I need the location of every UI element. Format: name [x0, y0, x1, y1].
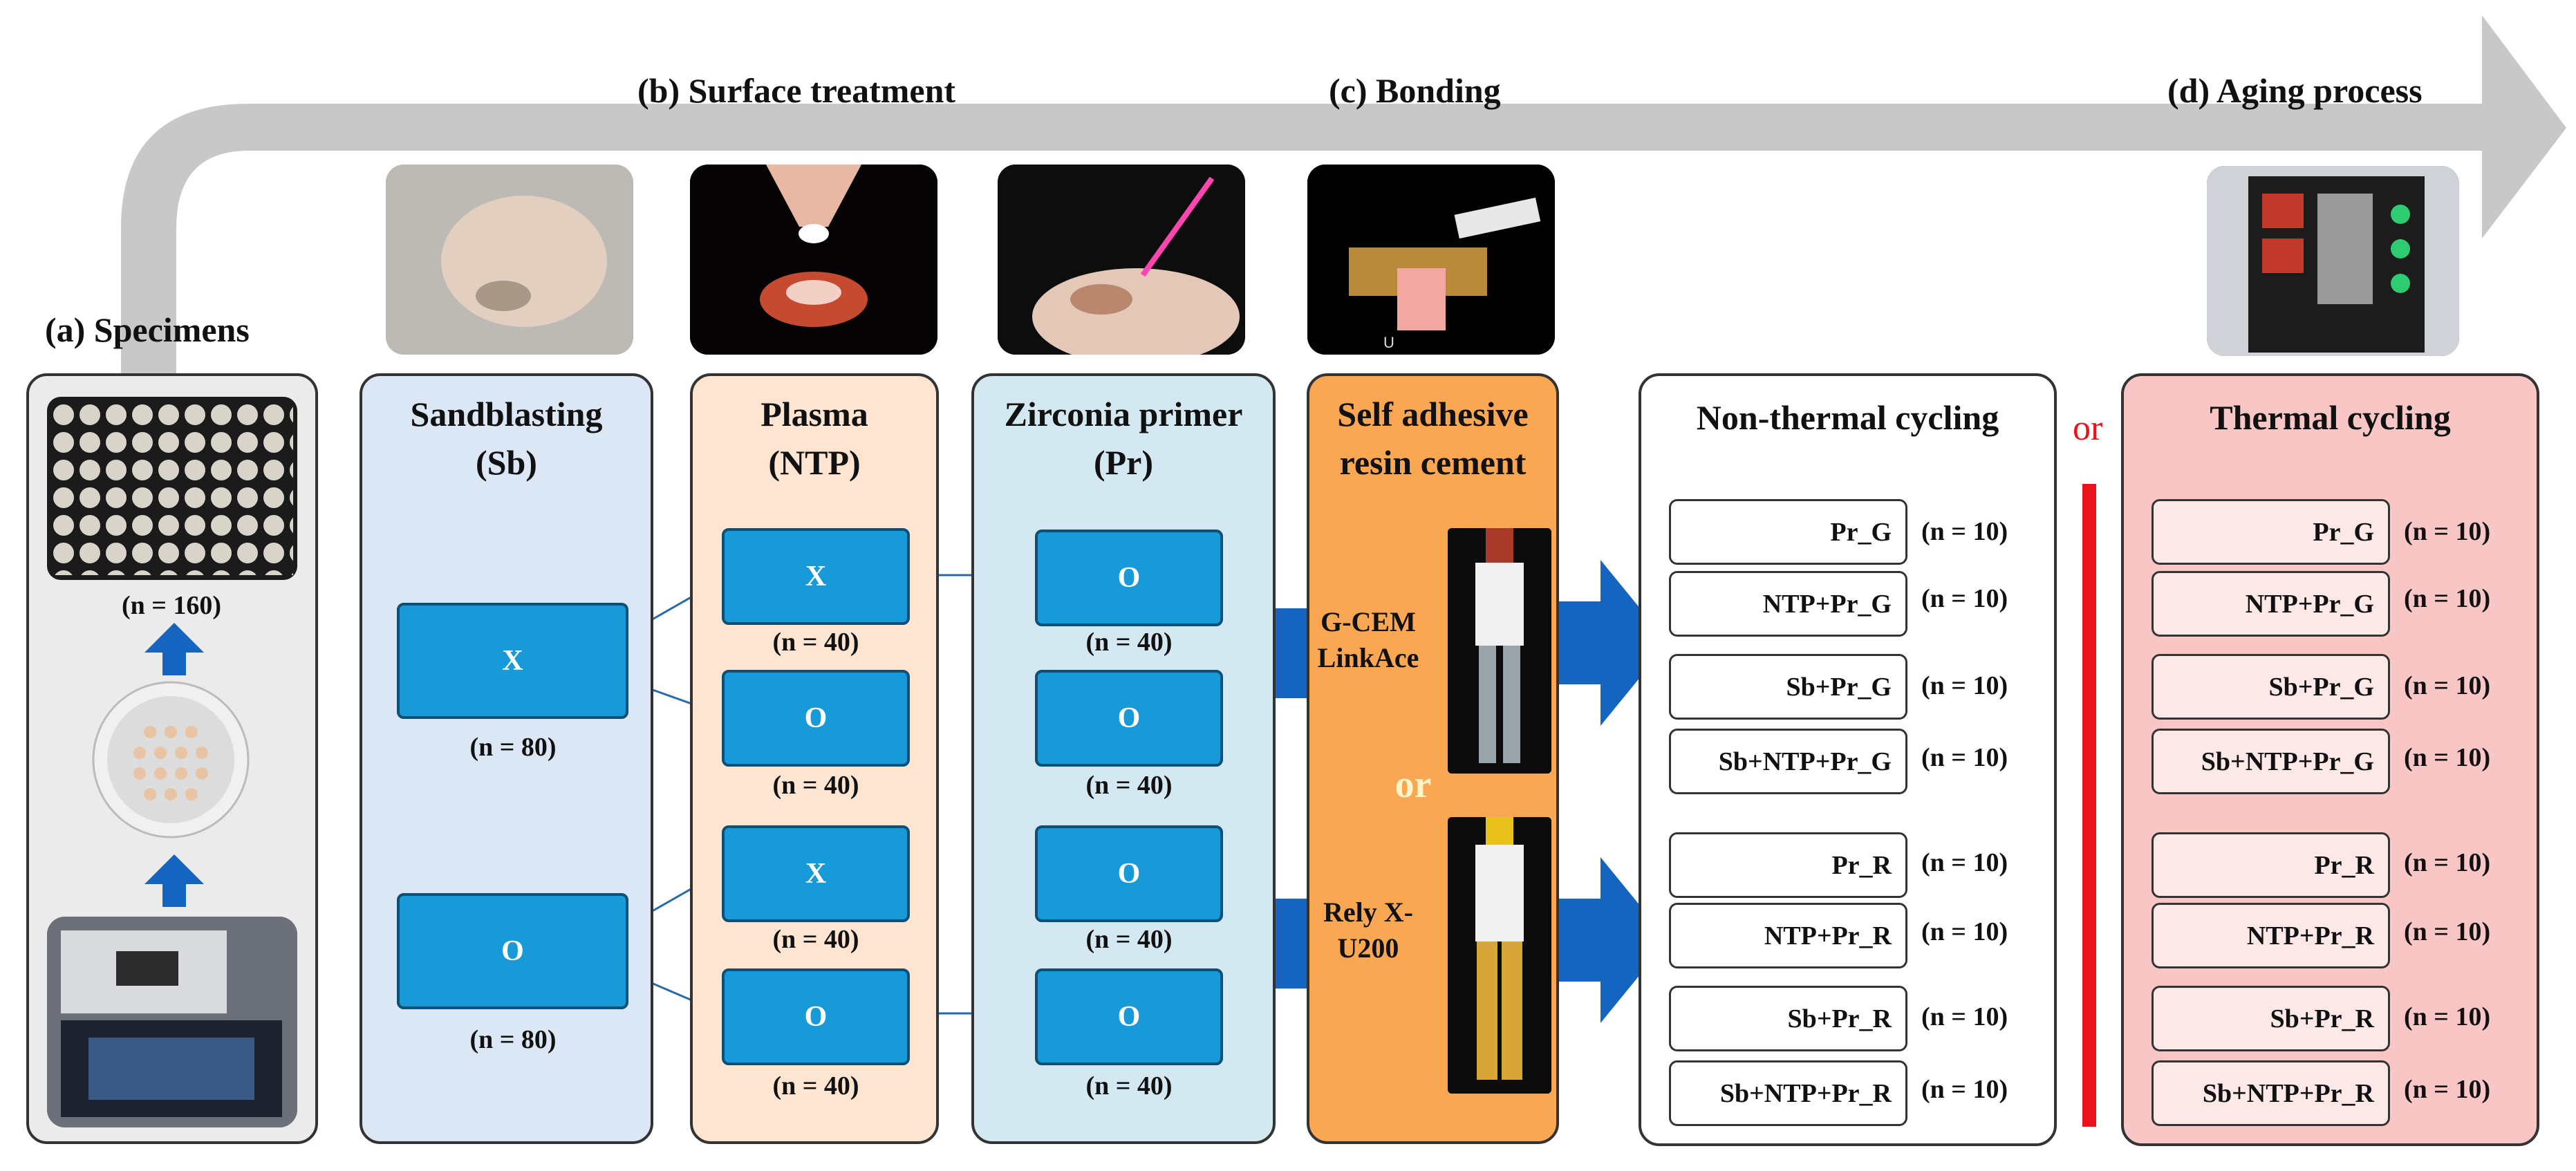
primer-box: O: [1035, 530, 1223, 626]
process-arrow-shape: [121, 15, 2566, 387]
thermal-group: Pr_R: [2152, 832, 2390, 898]
non-thermal-group: Sb+NTP+Pr_G: [1669, 729, 1907, 794]
thermal-group: Sb+Pr_R: [2152, 986, 2390, 1051]
sandblasting-count: (n = 80): [469, 1025, 557, 1054]
plasma-title: Plasma (NTP): [760, 395, 868, 482]
cement-title: Self adhesive resin cement: [1337, 395, 1529, 482]
plasma-box: O: [722, 968, 910, 1065]
arrow-bar-primer-to-cement: [1276, 899, 1307, 989]
cement-product-relyx: Rely X- U200: [1323, 897, 1413, 964]
relyx-syringe-photo: [1448, 817, 1551, 1094]
non-thermal-panel: Non-thermal cycling Pr_G (n = 10) NTP+Pr…: [1639, 373, 2057, 1146]
thermal-count: (n = 10): [2404, 917, 2491, 946]
non-thermal-group: Sb+Pr_R: [1669, 986, 1907, 1051]
sandblasting-box-x: X: [397, 603, 628, 719]
thermal-group: NTP+Pr_R: [2152, 903, 2390, 968]
svg-text:U: U: [1383, 334, 1394, 351]
plasma-box: X: [722, 528, 910, 625]
plasma-photo: [690, 165, 937, 355]
stage-label-surface-treatment: (b) Surface treatment: [637, 71, 956, 110]
plasma-box: O: [722, 670, 910, 767]
specimens-panel: (n = 160): [26, 373, 318, 1144]
non-thermal-count: (n = 10): [1921, 671, 2008, 700]
thermal-count: (n = 10): [2404, 671, 2491, 700]
sandblasting-photo: [386, 165, 633, 355]
stage-label-bonding: (c) Bonding: [1329, 71, 1501, 110]
up-arrow-icon: [144, 854, 204, 907]
non-thermal-count: (n = 10): [1921, 848, 2008, 877]
primer-box: O: [1035, 825, 1223, 922]
plasma-box: X: [722, 825, 910, 922]
thermal-count: (n = 10): [2404, 517, 2491, 546]
non-thermal-count: (n = 10): [1921, 917, 2008, 946]
thermal-count: (n = 10): [2404, 743, 2491, 772]
thermal-group: NTP+Pr_G: [2152, 571, 2390, 637]
non-thermal-count: (n = 10): [1921, 743, 2008, 772]
cement-or-label: or: [1394, 763, 1432, 806]
non-thermal-count: (n = 10): [1921, 1075, 2008, 1104]
plasma-count: (n = 40): [772, 771, 859, 800]
plasma-count: (n = 40): [772, 925, 859, 954]
stage-label-aging: (d) Aging process: [2167, 71, 2423, 110]
arrow-cement-to-groups: [1559, 857, 1668, 1023]
specimens-count: (n = 160): [121, 591, 222, 620]
thermal-group: Sb+NTP+Pr_R: [2152, 1060, 2390, 1126]
non-thermal-count: (n = 10): [1921, 517, 2008, 546]
plasma-panel: Plasma (NTP) X (n = 40) O (n = 40) X (n …: [690, 373, 939, 1144]
primer-panel: Zirconia primer (Pr) O (n = 40) O (n = 4…: [971, 373, 1276, 1144]
primer-count: (n = 40): [1085, 628, 1173, 657]
sandblasting-box-o: O: [397, 893, 628, 1009]
primer-photo: [998, 165, 1245, 355]
non-thermal-group: Sb+Pr_G: [1669, 654, 1907, 720]
primer-count: (n = 40): [1085, 1071, 1173, 1100]
non-thermal-count: (n = 10): [1921, 584, 2008, 613]
thermal-count: (n = 10): [2404, 1002, 2491, 1031]
primer-box: O: [1035, 968, 1223, 1065]
non-thermal-group: Sb+NTP+Pr_R: [1669, 1060, 1907, 1126]
thermal-count: (n = 10): [2404, 1075, 2491, 1104]
thermal-panel: Thermal cycling Pr_G (n = 10) NTP+Pr_G (…: [2121, 373, 2539, 1146]
plasma-count: (n = 40): [772, 628, 859, 657]
thermal-group: Sb+Pr_G: [2152, 654, 2390, 720]
primer-count: (n = 40): [1085, 925, 1173, 954]
thermal-count: (n = 10): [2404, 848, 2491, 877]
non-thermal-group: Pr_R: [1669, 832, 1907, 898]
primer-title: Zirconia primer (Pr): [1004, 395, 1243, 482]
arrow-bar-primer-to-cement: [1276, 608, 1307, 698]
arrow-cement-to-groups: [1559, 560, 1668, 726]
thermal-count: (n = 10): [2404, 584, 2491, 613]
sandblasting-title: Sandblasting (Sb): [410, 395, 603, 482]
milling-machine-photo: [47, 917, 297, 1127]
stage-label-specimens: (a) Specimens: [45, 310, 250, 349]
non-thermal-group: Pr_G: [1669, 499, 1907, 565]
plasma-count: (n = 40): [772, 1071, 859, 1100]
sandblasting-panel: Sandblasting (Sb) X (n = 80) O (n = 80): [360, 373, 653, 1144]
cement-panel: Self adhesive resin cement G-CEM LinkAce…: [1307, 373, 1559, 1144]
primer-box: O: [1035, 670, 1223, 767]
non-thermal-count: (n = 10): [1921, 1002, 2008, 1031]
primer-count: (n = 40): [1085, 771, 1173, 800]
thermal-title: Thermal cycling: [2210, 398, 2451, 437]
aging-or-label: or: [2073, 409, 2103, 448]
specimen-disc-photo: [84, 680, 257, 839]
non-thermal-title: Non-thermal cycling: [1696, 398, 1999, 437]
specimen-tray-photo: [47, 397, 297, 580]
thermal-cycler-photo: [2207, 166, 2459, 356]
non-thermal-group: NTP+Pr_G: [1669, 571, 1907, 637]
bonding-jig-photo: U: [1307, 165, 1555, 355]
aging-divider-line: [2082, 484, 2096, 1127]
sandblasting-count: (n = 80): [469, 733, 557, 762]
thermal-group: Sb+NTP+Pr_G: [2152, 729, 2390, 794]
up-arrow-icon: [144, 623, 204, 675]
thermal-group: Pr_G: [2152, 499, 2390, 565]
non-thermal-group: NTP+Pr_R: [1669, 903, 1907, 968]
cement-product-gcem: G-CEM LinkAce: [1317, 606, 1419, 673]
gcem-syringe-photo: [1448, 528, 1551, 774]
